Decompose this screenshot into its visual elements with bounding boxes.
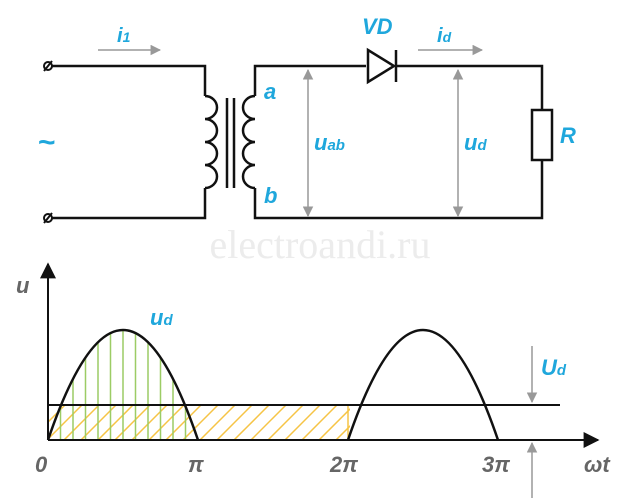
secondary-top-wire <box>253 64 366 96</box>
resistor <box>530 108 554 162</box>
yellow-hatch-line <box>216 405 253 440</box>
yellow-hatch-line <box>114 405 151 440</box>
resistor-label: R <box>560 123 576 148</box>
yellow-hatch-line <box>131 405 168 440</box>
output-top-wire <box>396 64 544 110</box>
yellow-hatch-line <box>48 405 83 440</box>
secondary-coil <box>241 94 256 190</box>
x-tick-2pi: 2π <box>329 452 358 477</box>
yellow-hatch-line <box>199 405 236 440</box>
ud-curve-label: ud <box>150 305 173 330</box>
halfwave-1 <box>46 329 200 441</box>
yellow-hatch-line <box>182 405 219 440</box>
vd-label: VD <box>362 14 393 39</box>
yellow-hatch-line <box>148 405 185 440</box>
yellow-hatch-line <box>370 405 405 440</box>
id-label: id <box>437 25 452 47</box>
circuit <box>48 47 554 220</box>
x-tick-pi: π <box>188 452 204 477</box>
x-tick-3pi: 3π <box>482 452 510 477</box>
yellow-hatch-line <box>97 405 134 440</box>
node-a-label: a <box>264 79 276 104</box>
yellow-hatch-line <box>48 405 49 407</box>
ac-source-symbol: ~ <box>38 126 56 159</box>
yellow-hatch-line <box>63 405 100 440</box>
yellow-hatch-line <box>233 405 270 440</box>
i1-label: i1 <box>117 25 131 47</box>
node-b-label: b <box>264 183 277 208</box>
Ud-level-label: Ud <box>541 355 567 380</box>
yellow-hatch-line <box>284 405 321 440</box>
graph <box>40 262 600 498</box>
secondary-bottom-wire <box>253 160 544 220</box>
terminals <box>43 60 53 224</box>
x-tick-0: 0 <box>35 452 48 477</box>
yellow-hatch-line <box>301 405 338 440</box>
watermark: electroandi.ru <box>210 222 431 267</box>
diode-triangle <box>366 47 397 85</box>
ud-circuit-label: ud <box>464 130 487 155</box>
y-axis-label: u <box>16 273 30 298</box>
primary-coil <box>204 94 219 190</box>
yellow-hatch-line <box>165 405 202 440</box>
circuit-arrows <box>98 44 484 218</box>
primary-top-wire <box>48 64 207 96</box>
yellow-hatch-line <box>335 424 350 440</box>
uab-label: uab <box>314 130 345 155</box>
halfwave-2 <box>346 329 500 441</box>
primary-bottom-wire <box>48 188 207 220</box>
yellow-hatch-line <box>250 405 287 440</box>
yellow-hatch-line <box>267 405 304 440</box>
x-axis-label: ωt <box>584 452 611 477</box>
average-area-hatch <box>48 405 405 440</box>
